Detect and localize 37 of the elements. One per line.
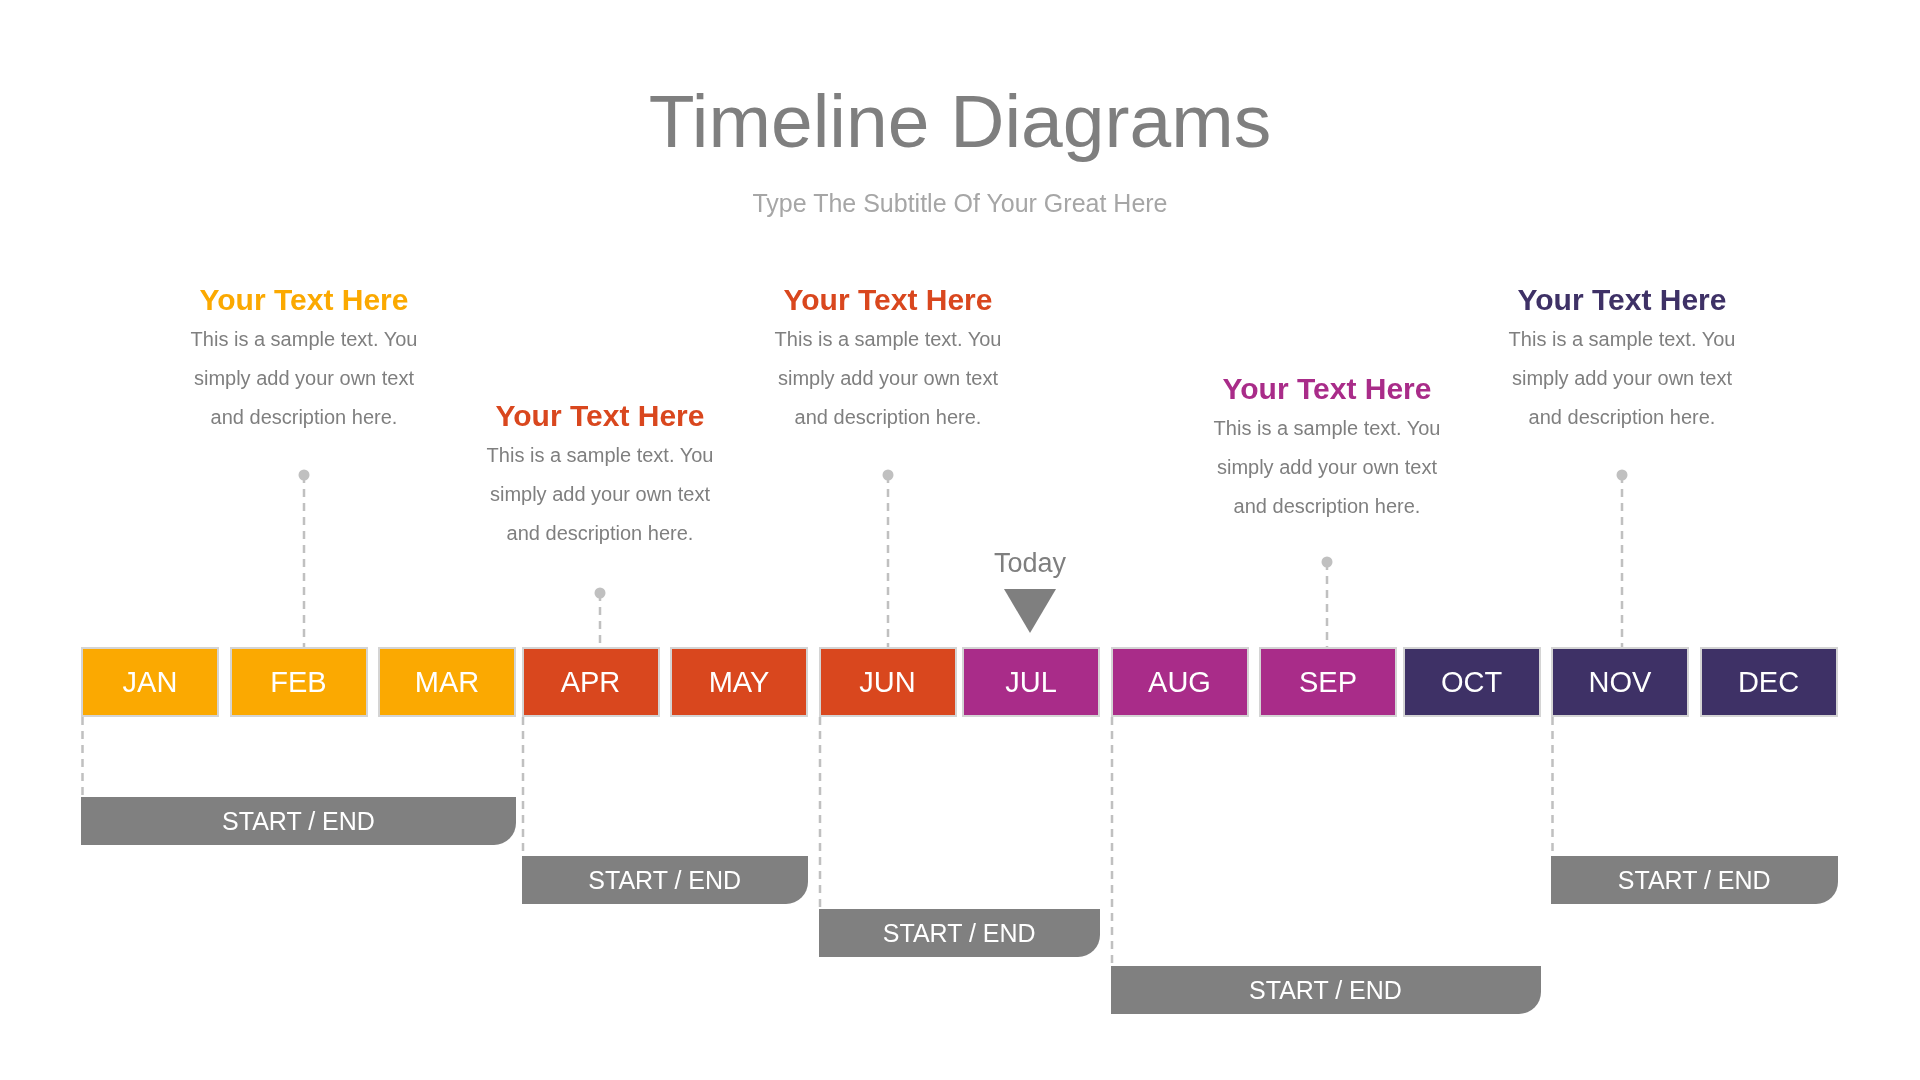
start-end-bar: START / END [818, 909, 1100, 957]
leader-line [1616, 469, 1628, 647]
month-block: NOV [1551, 647, 1689, 717]
leader-line [1321, 556, 1333, 647]
callout-text: This is a sample text. You simply add your own text and description here. [1507, 327, 1737, 430]
month-block: OCT [1402, 647, 1541, 717]
start-end-bar: START / END [81, 797, 516, 845]
month-block: FEB [229, 647, 368, 717]
subtitle: Type The Subtitle Of Your Great Here [752, 188, 1168, 218]
month-block: AUG [1110, 647, 1249, 717]
title: Timeline Diagrams [648, 78, 1272, 165]
connector-line [818, 717, 822, 909]
start-end-bar: START / END [521, 856, 808, 904]
callout-heading: Your Text Here [1517, 282, 1727, 318]
leader-line [882, 469, 894, 647]
month-block: MAR [378, 647, 516, 717]
callout-text: This is a sample text. You simply add your own text and description here. [485, 443, 715, 546]
connector-line [1110, 717, 1114, 966]
callout-heading: Your Text Here [199, 282, 409, 318]
callout-text: This is a sample text. You simply add your own text and description here. [189, 327, 419, 430]
start-end-bar: START / END [1110, 966, 1541, 1014]
month-block: JUN [818, 647, 957, 717]
month-block: JUL [962, 647, 1100, 717]
callout-heading: Your Text Here [1222, 371, 1432, 407]
leader-line [298, 469, 310, 647]
callout-text: This is a sample text. You simply add your own text and description here. [773, 327, 1003, 430]
start-end-bar: START / END [1551, 856, 1838, 904]
month-block: JAN [81, 647, 219, 717]
callout-heading: Your Text Here [495, 398, 705, 434]
month-block: APR [521, 647, 660, 717]
month-block: DEC [1699, 647, 1838, 717]
callout-text: This is a sample text. You simply add your own text and description here. [1212, 416, 1442, 519]
connector-line [81, 717, 84, 797]
today-label: Today [993, 546, 1067, 580]
month-block: SEP [1259, 647, 1397, 717]
callout-heading: Your Text Here [783, 282, 993, 318]
month-block: MAY [670, 647, 808, 717]
